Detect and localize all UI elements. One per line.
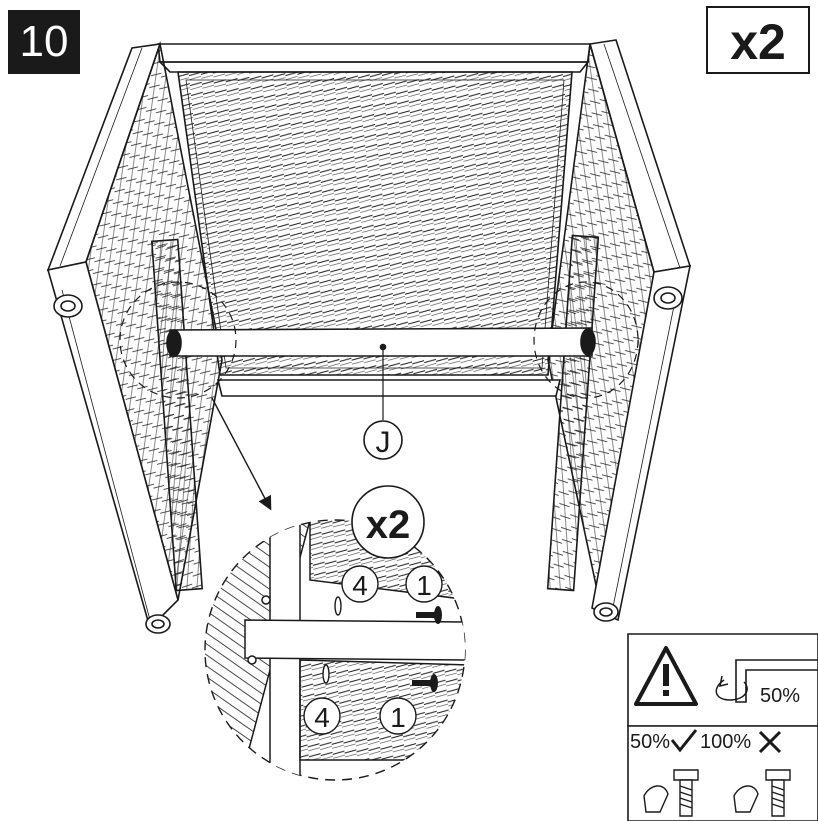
callout-washer-lower: 4: [303, 697, 341, 735]
washer-lower: [322, 664, 330, 684]
woven-seat-panel: [177, 71, 573, 376]
callout-bolt-lower: 1: [379, 697, 417, 735]
svg-text:4: 4: [352, 570, 368, 601]
callout-washer-upper: 4: [341, 565, 379, 603]
svg-text:4: 4: [314, 702, 330, 733]
washer-upper: [334, 596, 342, 616]
left-side-panel: [46, 40, 223, 630]
callout-bolt-upper: 1: [405, 565, 443, 603]
quantity-badge: x2: [706, 6, 810, 74]
hand-icon: [643, 785, 759, 813]
zoom-circle-right: [533, 281, 639, 399]
check-left-label: 50%: [630, 731, 670, 753]
leg-cap-top-left: [53, 294, 83, 318]
detail-arrow: [211, 397, 272, 511]
bolt-upper: [416, 606, 442, 624]
leg-cap-top-right: [653, 286, 683, 310]
step-number: 10: [8, 10, 80, 74]
bolt-icon: [673, 769, 791, 817]
warning-triangle-icon: [634, 646, 698, 706]
leg-cap-bottom-left: [145, 614, 171, 634]
svg-text:1: 1: [416, 570, 432, 601]
back-frame: [157, 43, 591, 73]
rail-label-circle: [363, 420, 403, 460]
rail-label: J: [376, 426, 391, 459]
right-side-panel: [546, 39, 692, 622]
check-right-label: 100%: [700, 731, 751, 753]
allen-key-icon: [735, 659, 818, 703]
zoom-circle-left: [119, 281, 237, 399]
detail-quantity-badge: x2: [351, 485, 425, 559]
detail-view: [204, 519, 466, 781]
front-rail-j: [166, 327, 596, 397]
check-icon: [670, 729, 698, 753]
leg-cap-bottom-right: [593, 602, 619, 622]
cross-icon: [758, 730, 782, 754]
svg-text:1: 1: [390, 702, 406, 733]
rotate-icon: [715, 675, 748, 701]
svg-text:x2: x2: [366, 503, 411, 547]
bolt-lower: [412, 674, 438, 692]
torque-percent-label: 50%: [760, 685, 800, 707]
